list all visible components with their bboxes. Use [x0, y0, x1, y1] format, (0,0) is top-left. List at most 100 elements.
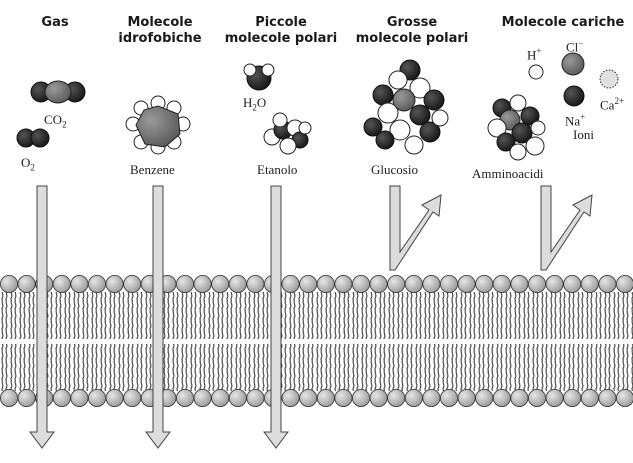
phospholipid-head-top-26 — [457, 274, 476, 293]
phospholipid-head-bottom-13 — [228, 388, 247, 407]
phospholipid-head-bottom-12 — [211, 388, 230, 407]
phospholipid-head-top-11 — [193, 274, 212, 293]
phospholipid-head-top-10 — [175, 274, 194, 293]
phospholipid-head-bottom-29 — [510, 388, 529, 407]
phospholipid-head-top-24 — [422, 274, 441, 293]
phospholipid-head-bottom-5 — [88, 388, 107, 407]
phospholipid-head-top-23 — [404, 274, 423, 293]
label-benzene-text: Benzene — [130, 162, 175, 177]
na-ion — [563, 85, 585, 107]
phospholipid-head-bottom-10 — [175, 388, 194, 407]
phospholipid-head-top-34 — [598, 274, 617, 293]
phospholipid-head-bottom-6 — [105, 388, 124, 407]
label-etanolo-text: Etanolo — [257, 162, 298, 177]
phospholipid-head-bottom-31 — [545, 388, 564, 407]
phospholipid-head-top-19 — [334, 274, 353, 293]
h2o-molecule — [243, 63, 275, 91]
phospholipid-head-bottom-24 — [422, 388, 441, 407]
phospholipid-head-bottom-16 — [281, 388, 300, 407]
phospholipid-head-bottom-34 — [598, 388, 617, 407]
phospholipid-head-top-3 — [52, 274, 71, 293]
phospholipid-head-bottom-28 — [492, 388, 511, 407]
phospholipid-head-bottom-23 — [404, 388, 423, 407]
arrow-etanolo — [263, 185, 289, 449]
co2-molecule — [30, 80, 86, 104]
header-small-polar-line2: molecole polari — [224, 31, 338, 46]
header-hydrophobic-line2: idrofobiche — [118, 31, 202, 46]
label-benzene: Benzene — [130, 162, 175, 177]
phospholipid-head-bottom-21 — [369, 388, 388, 407]
label-o2-base: O — [21, 155, 31, 170]
label-na-ion-charge: + — [580, 112, 586, 122]
benzene-molecule — [125, 95, 191, 155]
header-gas: Gas — [30, 15, 80, 31]
membrane-heads-bottom — [0, 388, 633, 407]
header-hydrophobic: Molecole idrofobiche — [114, 15, 206, 47]
label-h-ion-charge: + — [536, 46, 542, 56]
header-small-polar-line1: Piccole — [255, 15, 307, 30]
phospholipid-head-top-0 — [0, 275, 18, 293]
phospholipid-head-top-12 — [211, 274, 230, 293]
phospholipid-head-bottom-1 — [17, 388, 36, 407]
phospholipid-head-top-5 — [88, 274, 107, 293]
phospholipid-head-bottom-32 — [563, 388, 582, 407]
header-gas-text: Gas — [41, 15, 69, 30]
arrow-glucosio-reflected — [389, 185, 442, 271]
phospholipid-head-top-16 — [281, 274, 300, 293]
header-charged: Molecole cariche — [497, 15, 629, 31]
label-amminoacidi: Amminoacidi — [472, 166, 544, 181]
arrow-amminoacidi-reflected — [540, 185, 593, 271]
h-ion — [528, 64, 544, 80]
phospholipid-head-top-7 — [123, 274, 142, 293]
header-large-polar-line1: Grosse — [386, 15, 438, 30]
label-na-ion: Na+ — [565, 110, 585, 128]
label-ioni: Ioni — [573, 127, 594, 142]
phospholipid-head-bottom-27 — [475, 388, 494, 407]
membrane-tails-upper — [0, 292, 633, 339]
label-ca-ion: Ca2+ — [600, 94, 624, 112]
phospholipid-head-top-18 — [316, 274, 335, 293]
label-ioni-text: Ioni — [573, 127, 594, 142]
header-large-polar: Grosse molecole polari — [353, 15, 471, 47]
label-etanolo: Etanolo — [257, 162, 297, 177]
phospholipid-head-top-22 — [387, 274, 406, 293]
etanolo-molecule — [263, 112, 312, 155]
membrane-heads-top — [0, 274, 633, 293]
ca-ion — [599, 69, 619, 89]
phospholipid-head-top-20 — [351, 274, 370, 293]
label-h2o-o: O — [256, 95, 267, 110]
phospholipid-head-top-33 — [580, 274, 599, 293]
phospholipid-head-top-31 — [545, 274, 564, 293]
phospholipid-head-bottom-4 — [70, 388, 89, 407]
label-o2-sub: 2 — [30, 162, 35, 173]
phospholipid-head-top-17 — [299, 274, 318, 293]
label-co2-sub: 2 — [62, 119, 67, 130]
phospholipid-head-top-30 — [528, 274, 547, 293]
label-amminoacidi-text: Amminoacidi — [472, 166, 544, 181]
label-h2o-h: H — [243, 95, 253, 110]
phospholipid-head-bottom-33 — [580, 388, 599, 407]
phospholipid-head-top-35 — [616, 275, 633, 293]
arrow-gas — [29, 185, 55, 449]
label-o2: O2 — [21, 155, 35, 176]
label-cl-ion-base: Cl — [566, 39, 579, 55]
label-cl-ion-charge: − — [578, 38, 584, 48]
header-hydrophobic-line1: Molecole — [127, 15, 193, 30]
label-glucosio-text: Glucosio — [371, 162, 418, 177]
label-ca-ion-base: Ca — [600, 97, 615, 113]
phospholipid-head-top-29 — [510, 274, 529, 293]
label-h2o-sub: 2 — [252, 102, 257, 113]
label-cl-ion: Cl− — [566, 36, 583, 54]
phospholipid-head-bottom-35 — [616, 389, 633, 407]
phospholipid-head-top-25 — [439, 274, 458, 293]
amminoacidi-molecule — [487, 94, 546, 161]
header-large-polar-line2: molecole polari — [355, 31, 469, 46]
phospholipid-head-bottom-22 — [387, 388, 406, 407]
arrow-benzene — [145, 185, 171, 449]
phospholipid-head-bottom-20 — [351, 388, 370, 407]
phospholipid-head-bottom-11 — [193, 388, 212, 407]
phospholipid-head-bottom-30 — [528, 388, 547, 407]
label-ca-ion-charge: 2+ — [614, 96, 625, 106]
